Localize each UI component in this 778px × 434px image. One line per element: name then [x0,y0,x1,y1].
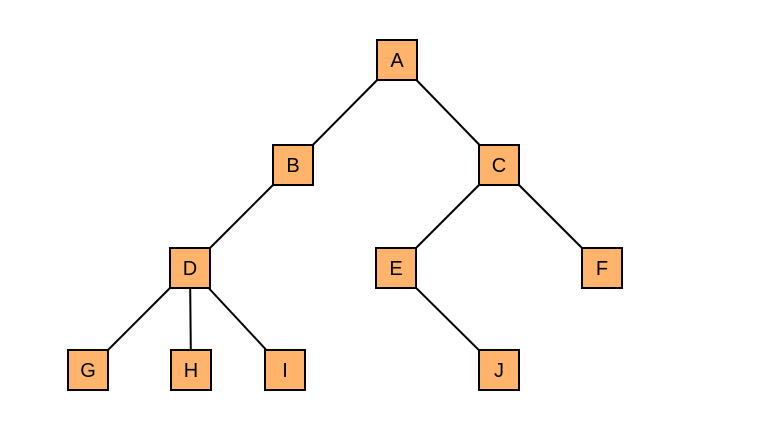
edge-d-g [107,287,171,351]
node-box-i [264,349,306,391]
edge-a-b [312,79,378,146]
node-box-h [170,349,212,391]
node-label-f: F [596,258,608,280]
node-d: D [169,247,211,289]
node-box-f [581,247,623,289]
node-i: I [264,349,306,391]
node-f: F [581,247,623,289]
node-label-g: G [80,360,96,382]
node-label-e: E [389,258,402,280]
node-box-j [478,349,520,391]
node-h: H [170,349,212,391]
node-label-a: A [390,50,404,72]
edge-c-e [415,184,480,249]
edge-d-i [207,287,268,351]
node-e: E [375,247,417,289]
nodes-layer: A B C D E F G H I J [67,39,623,391]
node-label-h: H [184,360,198,382]
edges-layer [107,79,583,351]
node-label-b: B [286,155,299,177]
node-label-j: J [494,360,504,382]
edge-e-j [415,287,480,351]
node-label-d: D [183,258,197,280]
node-box-a [376,39,418,81]
node-label-c: C [492,155,506,177]
edge-d-h [189,287,192,351]
node-j: J [478,349,520,391]
node-box-b [272,144,314,186]
node-a: A [376,39,418,81]
node-label-i: I [282,360,288,382]
node-c: C [478,144,520,186]
edge-b-d [209,184,274,249]
node-box-g [67,349,109,391]
edge-c-f [518,184,583,249]
node-box-d [169,247,211,289]
edge-a-c [415,79,481,146]
node-b: B [272,144,314,186]
node-box-c [478,144,520,186]
node-g: G [67,349,109,391]
node-box-e [375,247,417,289]
